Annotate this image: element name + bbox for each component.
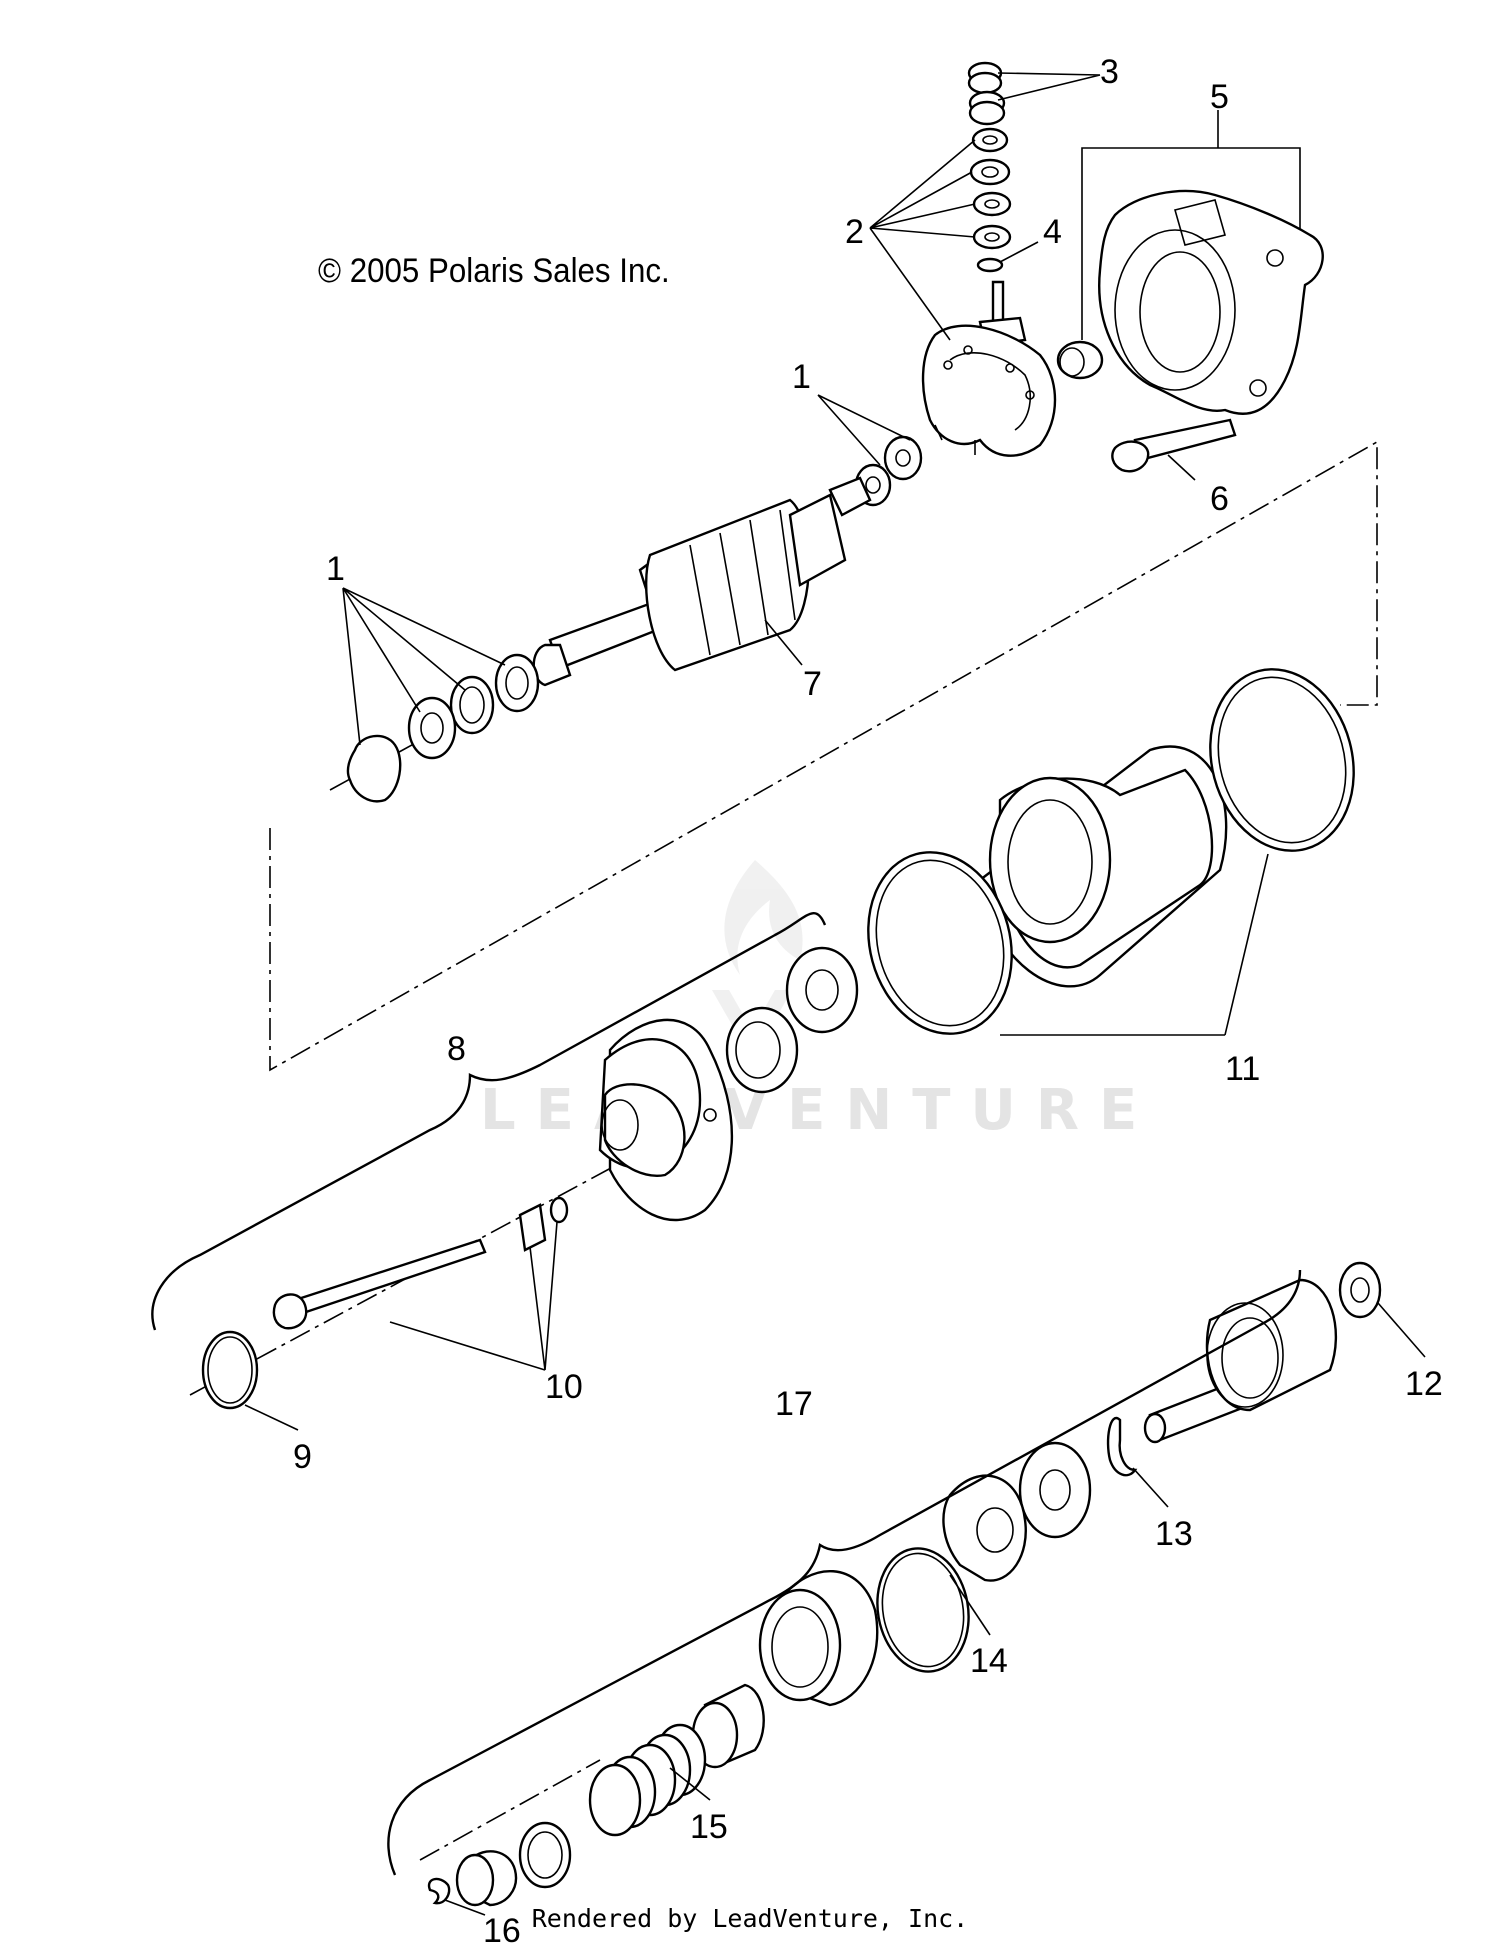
callout-3: 3: [1100, 53, 1119, 91]
part-11-o-ring-rear: [1209, 668, 1355, 852]
callout-9: 9: [293, 1438, 312, 1476]
assembly-outline: [269, 440, 1378, 1072]
brace-part-17: [387, 1269, 1302, 1876]
part-11-o-ring-front: [867, 851, 1013, 1035]
callout-16: 16: [483, 1912, 521, 1950]
callout-11: 11: [1225, 1050, 1260, 1088]
callout-7: 7: [803, 665, 822, 703]
drive-shaft-gear: [1143, 1278, 1338, 1444]
part-1-washers-lower: [346, 653, 540, 803]
callout-6: 6: [1210, 480, 1229, 518]
part-3-nuts: [967, 61, 1006, 126]
watermark-text: LEADVENTURE: [480, 1078, 1158, 1143]
callout-2: 2: [845, 213, 864, 251]
callout-4: 4: [1043, 213, 1062, 251]
callout-1-lower: 1: [326, 550, 345, 588]
part-12-washer: [1338, 1261, 1382, 1319]
copyright-notice: © 2005 Polaris Sales Inc.: [318, 252, 670, 290]
part-15-spring: [588, 1723, 707, 1837]
part-2-washers: [969, 127, 1012, 250]
footer-rendered-by: Rendered by LeadVenture, Inc.: [531, 1904, 969, 1933]
clutch-washers: [942, 1441, 1092, 1582]
part-5-end-cover: [1056, 189, 1324, 415]
part-13-snap-ring: [1106, 1416, 1138, 1477]
leader-lines: [244, 72, 1426, 1916]
bearing-and-seal: [725, 946, 859, 1094]
part-16-clip: [427, 1877, 451, 1905]
callout-15: 15: [690, 1808, 728, 1846]
callout-8: 8: [447, 1030, 466, 1068]
brush-plate-assembly: [921, 280, 1057, 457]
sleeve-parts: [455, 1821, 572, 1907]
callout-14: 14: [970, 1642, 1008, 1680]
part-10-through-bolts: [272, 1196, 569, 1330]
part-4-o-ring: [976, 257, 1004, 273]
callout-5: 5: [1210, 78, 1229, 116]
axis-line-drive: [419, 1759, 601, 1861]
part-6-bolt: [1111, 418, 1237, 473]
brace-part-8: [151, 912, 827, 1331]
callout-10: 10: [545, 1368, 583, 1406]
pinion-gear: [758, 1569, 879, 1707]
callout-13: 13: [1155, 1515, 1193, 1553]
callout-1-upper: 1: [792, 358, 811, 396]
leadventure-flame-logo-icon: [712, 860, 803, 1060]
yoke-housing: [978, 745, 1228, 988]
part-7-armature: [532, 476, 872, 687]
part-9-o-ring: [201, 1330, 259, 1410]
part-8-front-cover: [598, 1018, 734, 1222]
callout-12: 12: [1405, 1365, 1443, 1403]
callout-17: 17: [775, 1385, 813, 1423]
axis-line-through-bolt: [189, 1119, 701, 1396]
